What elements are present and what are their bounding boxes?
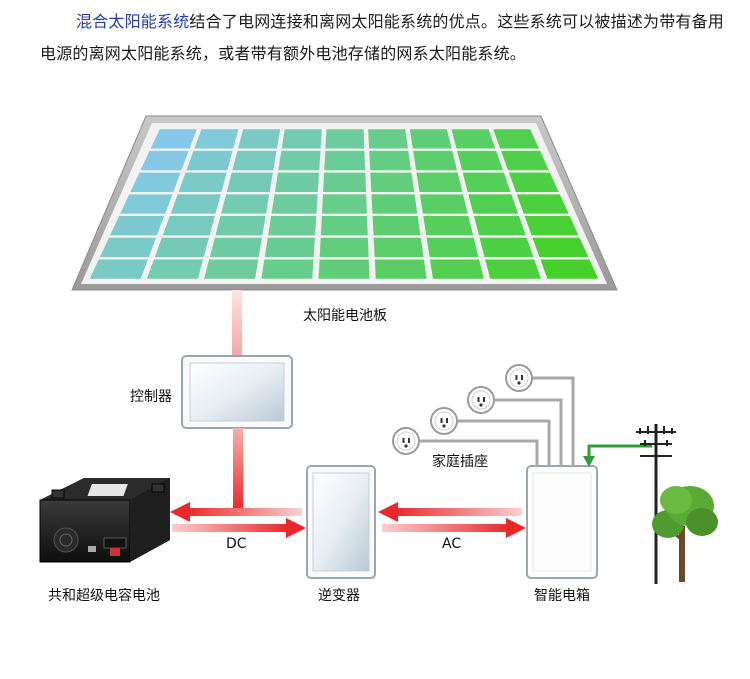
solar-cell bbox=[170, 194, 221, 214]
solar-cell bbox=[451, 129, 496, 149]
solar-cell bbox=[318, 259, 370, 279]
solar-cell bbox=[271, 194, 318, 214]
solar-cell bbox=[370, 172, 415, 192]
solar-cell bbox=[140, 150, 189, 171]
ac-arrow-to-smartbox bbox=[382, 518, 526, 538]
solar-cell bbox=[426, 237, 479, 258]
solar-cell bbox=[209, 237, 262, 258]
label-battery: 共和超级电容电池 bbox=[48, 588, 160, 604]
solar-cell bbox=[532, 237, 589, 258]
solar-cell bbox=[178, 172, 227, 192]
solar-cell bbox=[473, 216, 526, 236]
label-ac: AC bbox=[442, 536, 462, 552]
ac-arrow-to-inverter bbox=[378, 502, 522, 522]
solar-cell bbox=[268, 216, 317, 236]
outlet-icon bbox=[392, 427, 420, 455]
solar-cell bbox=[264, 237, 315, 258]
solar-panel bbox=[71, 115, 618, 291]
outlet-icon bbox=[430, 407, 458, 435]
battery-icon bbox=[39, 478, 170, 563]
solar-cell bbox=[368, 129, 408, 149]
solar-cell bbox=[215, 216, 266, 236]
solar-cell bbox=[320, 216, 368, 236]
solar-cell bbox=[373, 237, 424, 258]
solar-cell bbox=[524, 216, 579, 236]
solar-cell bbox=[278, 150, 321, 171]
solar-cell bbox=[221, 194, 270, 214]
solar-cell bbox=[325, 129, 365, 149]
dc-arrow-to-inverter bbox=[172, 518, 306, 538]
solar-cell bbox=[232, 150, 277, 171]
solar-cell bbox=[457, 150, 503, 171]
solar-cell bbox=[516, 194, 569, 214]
solar-cell bbox=[429, 259, 484, 279]
solar-cell bbox=[369, 150, 412, 171]
label-controller: 控制器 bbox=[130, 389, 172, 405]
label-smart-box: 智能电箱 bbox=[534, 588, 590, 604]
solar-cell bbox=[371, 194, 418, 214]
label-dc: DC bbox=[226, 536, 247, 552]
solar-cell bbox=[485, 259, 542, 279]
outlet-icon bbox=[505, 364, 533, 392]
solar-cell bbox=[540, 259, 599, 279]
label-inverter: 逆变器 bbox=[318, 588, 360, 604]
solar-cell bbox=[508, 172, 559, 192]
label-outlets: 家庭插座 bbox=[432, 454, 488, 470]
solar-cell bbox=[162, 216, 215, 236]
solar-cell bbox=[89, 259, 148, 279]
solar-cell bbox=[319, 237, 369, 258]
solar-cell bbox=[324, 150, 366, 171]
intro-paragraph: 混合太阳能系统结合了电网连接和离网太阳能系统的优点。这些系统可以被描述为带有备用… bbox=[40, 6, 730, 70]
smart-box-device bbox=[526, 465, 598, 579]
grid-feed-arrow bbox=[583, 444, 652, 467]
solar-cell bbox=[194, 129, 239, 149]
solar-cell bbox=[462, 172, 511, 192]
label-solar-panel: 太阳能电池板 bbox=[303, 308, 387, 324]
solar-cell bbox=[374, 259, 427, 279]
inverter-device bbox=[306, 465, 376, 579]
solar-cell bbox=[419, 194, 468, 214]
controller-device bbox=[181, 355, 293, 429]
solar-cell bbox=[186, 150, 233, 171]
solar-cell bbox=[150, 129, 197, 149]
solar-cell bbox=[372, 216, 421, 236]
solar-cell bbox=[321, 194, 367, 214]
solar-cell bbox=[238, 129, 281, 149]
solar-cell bbox=[416, 172, 463, 192]
solar-cell bbox=[120, 194, 173, 214]
solar-cell bbox=[281, 129, 322, 149]
solar-cell bbox=[99, 237, 157, 258]
solar-cell bbox=[423, 216, 474, 236]
tree-icon bbox=[652, 486, 718, 582]
outlet-wires bbox=[420, 376, 575, 466]
solar-cell bbox=[479, 237, 534, 258]
solar-cell bbox=[274, 172, 320, 192]
solar-cell bbox=[146, 259, 204, 279]
outlet-icon bbox=[467, 386, 495, 414]
solar-cell bbox=[154, 237, 209, 258]
power-pole-icon bbox=[636, 424, 676, 584]
solar-cell bbox=[204, 259, 259, 279]
dc-arrow-to-battery bbox=[170, 502, 302, 522]
solar-cell bbox=[493, 129, 540, 149]
solar-cell bbox=[413, 150, 458, 171]
solar-cell bbox=[261, 259, 314, 279]
controller-to-dc-beam bbox=[233, 428, 243, 510]
solar-cell bbox=[323, 172, 367, 192]
solar-cell bbox=[226, 172, 273, 192]
panel-to-controller-beam bbox=[232, 290, 242, 356]
solar-cell bbox=[468, 194, 519, 214]
solar-cell bbox=[501, 150, 549, 171]
intro-text: 结合了电网连接和离网太阳能系统的优点。这些系统可以被描述为带有备用电源的离网太阳… bbox=[40, 12, 725, 63]
solar-cell bbox=[409, 129, 452, 149]
solar-cell bbox=[110, 216, 165, 236]
solar-cell bbox=[130, 172, 181, 192]
intro-highlight: 混合太阳能系统 bbox=[76, 12, 190, 31]
